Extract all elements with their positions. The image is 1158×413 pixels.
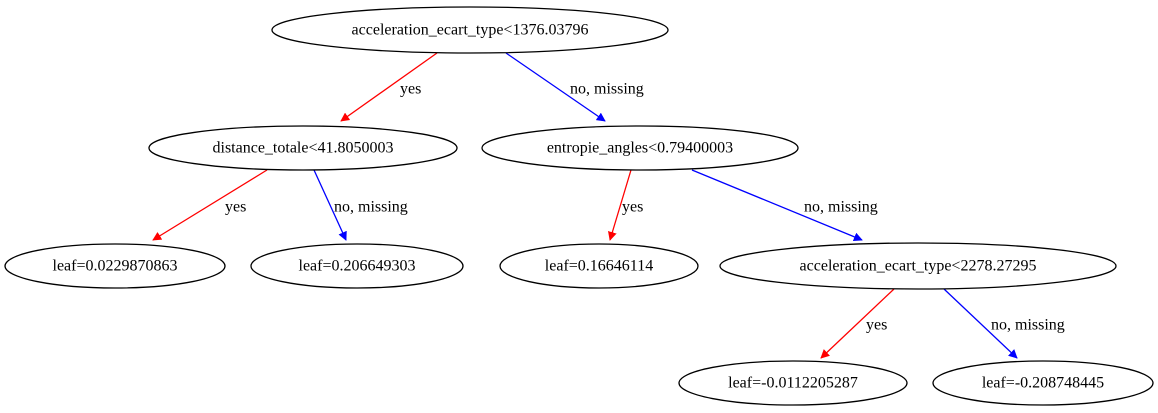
node-ellipse	[4, 243, 226, 289]
split-node-entropie-angles: entropie_angles<0.79400003	[481, 125, 799, 171]
split-node-distance-totale: distance_totale<41.8050003	[148, 125, 458, 171]
node-ellipse	[499, 243, 699, 289]
leaf-node-5: leaf=-0.208748445	[932, 360, 1154, 406]
edge-acceleration2-yes: yes	[820, 288, 895, 359]
leaf-node-4: leaf=-0.0112205287	[678, 360, 908, 406]
edge-label: yes	[400, 81, 421, 98]
node-label: leaf=0.16646114	[545, 258, 653, 275]
edge-label: no, missing	[570, 81, 644, 98]
edge-line	[608, 169, 632, 241]
node-ellipse	[932, 360, 1154, 406]
node-label: entropie_angles<0.79400003	[547, 140, 733, 157]
nodes: acceleration_ecart_type<1376.03796 dista…	[4, 6, 1154, 406]
edge-label: no, missing	[804, 199, 878, 216]
node-label: acceleration_ecart_type<2278.27295	[800, 258, 1037, 275]
edge-distance-no: no, missing	[313, 169, 408, 241]
edge-label: yes	[225, 199, 246, 216]
edge-root-yes: yes	[340, 52, 438, 122]
split-node-acceleration-ecart-type-root: acceleration_ecart_type<1376.03796	[271, 6, 669, 54]
edge-entropie-no: no, missing	[691, 169, 878, 242]
node-ellipse	[719, 242, 1117, 290]
edge-line	[820, 288, 895, 359]
node-label: distance_totale<41.8050003	[213, 140, 394, 157]
edge-entropie-yes: yes	[608, 169, 643, 241]
node-label: leaf=0.206649303	[299, 258, 416, 275]
node-ellipse	[678, 360, 908, 406]
node-label: leaf=-0.208748445	[982, 375, 1104, 392]
leaf-node-3: leaf=0.16646114	[499, 243, 699, 289]
node-ellipse	[271, 6, 669, 54]
node-label: leaf=-0.0112205287	[728, 375, 858, 392]
edge-line	[152, 169, 268, 241]
edge-root-no: no, missing	[505, 52, 644, 122]
split-node-acceleration-ecart-type-2: acceleration_ecart_type<2278.27295	[719, 242, 1117, 290]
edge-label: no, missing	[991, 317, 1065, 334]
edge-label: yes	[866, 317, 887, 334]
node-ellipse	[481, 125, 799, 171]
edge-label: yes	[622, 199, 643, 216]
node-ellipse	[148, 125, 458, 171]
leaf-node-2: leaf=0.206649303	[250, 243, 464, 289]
edges: yes no, missing yes no, missing yes no, …	[152, 52, 1065, 359]
edge-line	[313, 169, 347, 241]
edge-acceleration2-no: no, missing	[943, 288, 1065, 359]
node-ellipse	[250, 243, 464, 289]
node-label: leaf=0.0229870863	[53, 258, 178, 275]
leaf-node-1: leaf=0.0229870863	[4, 243, 226, 289]
edge-label: no, missing	[334, 199, 408, 216]
node-label: acceleration_ecart_type<1376.03796	[352, 22, 589, 39]
edge-line	[943, 288, 1018, 359]
edge-line	[340, 52, 438, 122]
edge-line	[505, 52, 606, 122]
edge-distance-yes: yes	[152, 169, 268, 241]
edge-line	[691, 169, 863, 242]
